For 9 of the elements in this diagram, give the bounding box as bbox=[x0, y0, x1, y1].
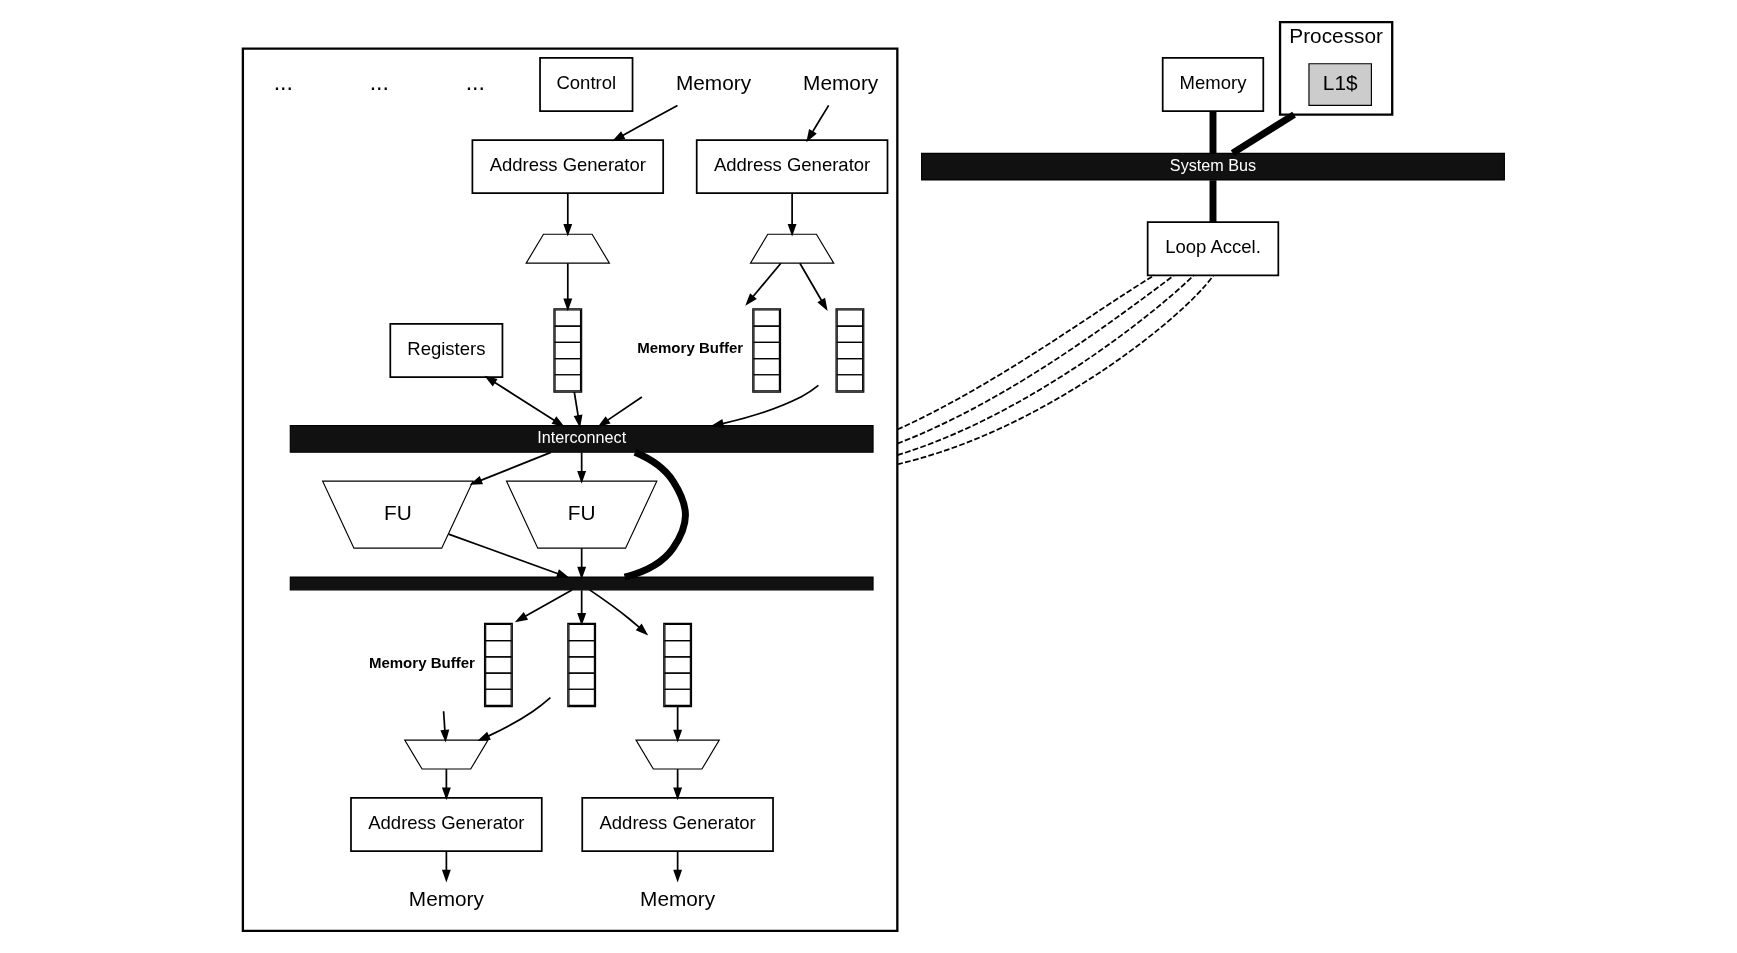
label: ... bbox=[369, 69, 389, 96]
node-text: Memory bbox=[675, 70, 751, 94]
node-text: Memory bbox=[639, 886, 715, 910]
label: ... bbox=[465, 69, 485, 96]
node-label: Memory Buffer bbox=[368, 653, 475, 671]
node-label: Memory Buffer bbox=[636, 339, 743, 357]
label: ... bbox=[273, 69, 293, 96]
node-text: Memory bbox=[408, 886, 484, 910]
node-text: Memory bbox=[802, 70, 878, 94]
